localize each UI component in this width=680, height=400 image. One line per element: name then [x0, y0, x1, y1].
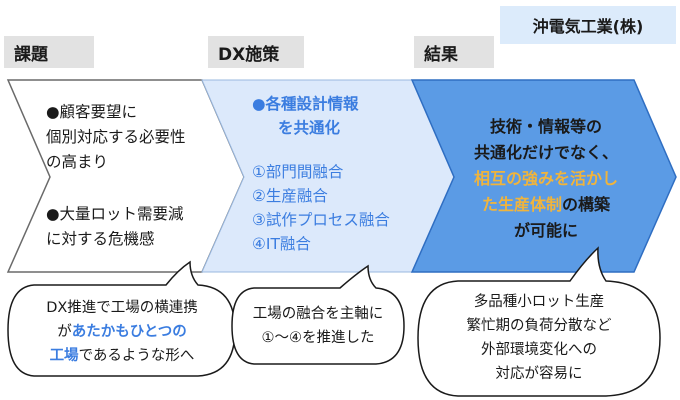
measure-title-line2: を共通化 [278, 119, 341, 137]
issue-item-1: ●顧客要望に 個別対応する必要性 の高まり [46, 100, 186, 175]
header-issue: 課題 [4, 36, 94, 68]
issue-bubble-line3-rest: であるような形へ [78, 348, 195, 364]
header-result: 結果 [414, 36, 494, 68]
result-chevron [410, 79, 677, 273]
issue-item2-line1: ●大量ロット需要減 [46, 205, 184, 223]
issue-item-2: ●大量ロット需要減 に対する危機感 [46, 202, 184, 252]
result-line-3: 相互の強みを活かし [473, 169, 618, 188]
issue-item2-line2: に対する危機感 [46, 230, 155, 248]
measure-bubble-text: 工場の融合を主軸に ①～④を推進した [234, 302, 402, 350]
result-line-5: が可能に [513, 221, 578, 240]
measure-title-line1: ●各種設計情報 [252, 95, 359, 113]
issue-bubble-line3-highlight: 工場 [49, 348, 79, 364]
result-bubble-line1: 多品種小ロット生産 [473, 294, 605, 310]
measure-speech-bubble [231, 264, 405, 365]
result-bubble-line3: 外部環境変化への [481, 342, 597, 358]
measure-item-2: ②生産融合 [252, 187, 328, 205]
issue-item1-line2: 個別対応する必要性 [46, 128, 186, 146]
issue-bubble-line2: があたかもひとつの [10, 320, 234, 344]
result-bubble-line2: 繁忙期の負荷分散など [466, 318, 612, 334]
measure-item-3: ③試作プロセス融合 [252, 211, 390, 229]
header-measure: DX施策 [208, 36, 304, 68]
company-name: 沖電気工業(株) [500, 6, 676, 44]
result-line-1: 技術・情報等の [489, 117, 602, 136]
measure-bubble-line1: 工場の融合を主軸に [252, 306, 384, 322]
measure-title: ●各種設計情報 を共通化 [252, 92, 359, 140]
measure-item-1: ①部門間融合 [252, 163, 344, 181]
result-speech-bubble [417, 246, 661, 397]
issue-bubble-text: DX推進で工場の横連携 があたかもひとつの 工場であるような形へ [10, 296, 234, 368]
result-line4-rest: の構築 [562, 195, 611, 214]
issue-bubble-line2-highlight: あたかもひとつの [71, 324, 187, 340]
issue-item1-line3: の高まり [46, 153, 109, 171]
result-text: 技術・情報等の 共通化だけでなく、 相互の強みを活かし た生産体制の構築 が可能… [448, 114, 644, 244]
measure-bubble-line2: ①～④を推進した [261, 330, 375, 346]
issue-item1-line1: ●顧客要望に [46, 103, 138, 121]
measure-list: ①部門間融合 ②生産融合 ③試作プロセス融合 ④IT融合 [252, 160, 390, 256]
result-bubble-text: 多品種小ロット生産 繁忙期の負荷分散など 外部環境変化への 対応が容易に [420, 290, 658, 386]
issue-bubble-line3: 工場であるような形へ [10, 344, 234, 368]
issue-bubble-line1: DX推進で工場の横連携 [46, 300, 198, 316]
measure-item-4: ④IT融合 [252, 235, 311, 253]
result-bubble-line4: 対応が容易に [495, 366, 583, 382]
result-line-4: た生産体制の構築 [448, 192, 644, 218]
result-line-2: 共通化だけでなく、 [473, 143, 618, 162]
result-line4-highlight: た生産体制 [481, 195, 562, 214]
issue-bubble-line2-pre: が [57, 324, 72, 340]
